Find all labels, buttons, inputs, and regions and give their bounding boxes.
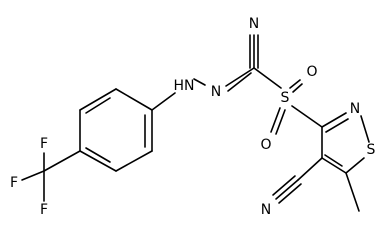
isothiazole-n-label: N (350, 101, 360, 117)
sulfone-o-right-label: O (306, 64, 317, 80)
n-n-bond (193, 78, 206, 86)
methyl-bond (345, 172, 360, 212)
s-o-lower-bond-a (270, 107, 281, 133)
isothiazole-s-c5-bond (345, 157, 365, 174)
bonds (21, 34, 370, 212)
hydrazone-n-label: N (211, 84, 221, 100)
s-o-right-bond-b (292, 83, 303, 93)
atom-labels: N HN N S O O N S N F F F (10, 16, 376, 218)
nitrile-top-n-label: N (249, 16, 259, 32)
fluorine-top-label: F (40, 136, 48, 152)
phenyl-inner-bond-3 (85, 97, 111, 114)
sulfone-o-lower-label: O (260, 137, 271, 153)
isothiazole-s-label: S (367, 142, 376, 158)
nh-phenyl-bond (151, 92, 176, 111)
s-isothiazole-bond (291, 105, 323, 128)
cf3-f-left-bond (21, 170, 45, 181)
nitrile-bottom-bond-2 (272, 175, 296, 196)
chemical-structure: N HN N S O O N S N F F F (10, 16, 376, 218)
s-o-right-bond-a (289, 79, 301, 89)
isothiazole-c3-n-bond-a (321, 112, 347, 128)
nitrile-bottom-bond-1 (275, 179, 299, 200)
c-n-double-bond-b (227, 72, 252, 92)
phenyl-bond-3 (79, 150, 117, 172)
nitrile-bottom-n-label: N (261, 202, 271, 218)
c-n-double-bond-a (225, 67, 255, 87)
fluorine-bottom-label: F (40, 202, 48, 218)
fluorine-left-label: F (10, 175, 18, 191)
isothiazole-c3-n-bond-b (325, 118, 349, 133)
phenyl-bond-6 (115, 88, 153, 111)
nitrile-bottom-bond-3 (278, 183, 302, 204)
isothiazole-c5-c4-bond-a (321, 157, 347, 174)
isothiazole-n-s-bond (360, 115, 370, 143)
phenyl-bond-2 (115, 150, 153, 172)
phenyl-bond-5 (79, 88, 117, 111)
phenyl-cf3-bond (43, 150, 81, 172)
s-o-lower-bond-b (275, 109, 286, 135)
c-to-s-bond (253, 67, 282, 89)
sulfone-s-label: S (281, 90, 290, 106)
phenyl-inner-bond-2 (85, 147, 111, 163)
hydrazone-nh-label: HN (174, 78, 195, 94)
isothiazole-c5-c4-bond-b (324, 154, 343, 167)
c4-nitrile-bond (297, 157, 323, 181)
